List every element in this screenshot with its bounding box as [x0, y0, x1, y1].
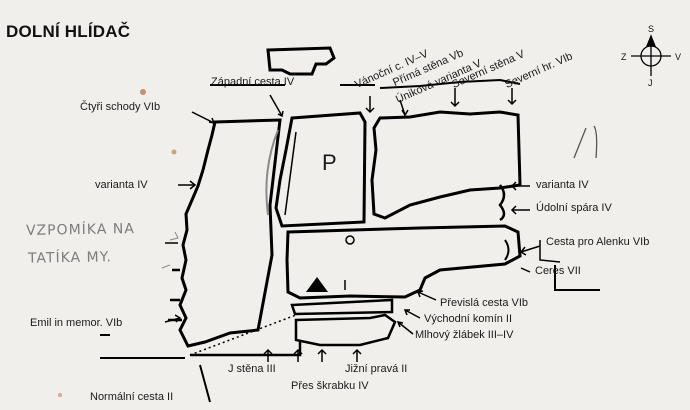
pencil-mark: [573, 125, 598, 159]
route-arrows: [164, 88, 541, 362]
route-label-emil: Emil in memor. VIb: [30, 317, 123, 329]
compass-rose: [631, 34, 671, 76]
base-line: [190, 340, 302, 357]
route-label-varianta-right: varianta IV: [536, 179, 589, 191]
rock-outline-lower: [285, 224, 522, 300]
summit-triangle: [306, 277, 328, 292]
handwritten-note-line1: VZPOMÍKA NA: [25, 221, 135, 239]
rock-outline-middle: [274, 111, 367, 228]
stain-mark: [140, 89, 146, 95]
route-label-ctyri-schody: Čtyři schody VIb: [80, 101, 161, 113]
route-label-ceres: Ceres VII: [535, 265, 581, 277]
route-label-normalni: Normální cesta II: [90, 391, 174, 403]
route-label-vychodni-komin: Východní komín II: [424, 313, 513, 325]
rock-strip-1: [290, 298, 394, 316]
route-label-j-stena: J stěna III: [228, 363, 276, 375]
route-label-previsla: Převislá cesta VIb: [440, 297, 529, 309]
pencil-mark: [161, 231, 179, 269]
compass-north: S: [648, 24, 655, 34]
rock-strip-2: [294, 313, 397, 347]
stain-mark: [171, 149, 177, 155]
route-label-pres-skrabku: Přes škrabku IV: [291, 380, 369, 392]
rock-outline-top: [266, 46, 336, 76]
stain-mark: [58, 393, 62, 397]
parking-marker: P: [322, 150, 337, 175]
rock-gully: [265, 129, 279, 216]
handwritten-note-line2: TATÍKA MY.: [27, 249, 112, 267]
dotted-line: [189, 314, 297, 356]
map-title: DOLNÍ HLÍDAČ: [6, 22, 131, 41]
rock-inner-edge: [284, 131, 297, 216]
route-label-jizni-prava: Jižní pravá II: [345, 363, 408, 375]
rock-outline-east: [370, 110, 522, 220]
compass-east: V: [675, 52, 682, 62]
ground-line: [554, 265, 600, 291]
rock-top-ridge: [379, 78, 521, 89]
compass-south: J: [648, 78, 653, 88]
route-label-zapadni: Západní cesta IV: [211, 76, 295, 88]
right-face-detail: [498, 184, 506, 222]
right-face-detail: [504, 239, 510, 261]
route-label-cesta-alenku: Cesta pro Alenku VIb: [546, 236, 650, 248]
ledge: [168, 268, 182, 322]
route-label-mlhovy: Mlhový žlábek III–IV: [415, 329, 514, 341]
route-label-varianta-left: varianta IV: [95, 179, 148, 191]
ground-line: [199, 364, 211, 403]
compass-west: Z: [621, 52, 627, 62]
route-label-udolni-spara: Údolní spára IV: [536, 202, 612, 214]
summit-ring: [345, 235, 355, 245]
rock-outline-west: [178, 118, 282, 348]
